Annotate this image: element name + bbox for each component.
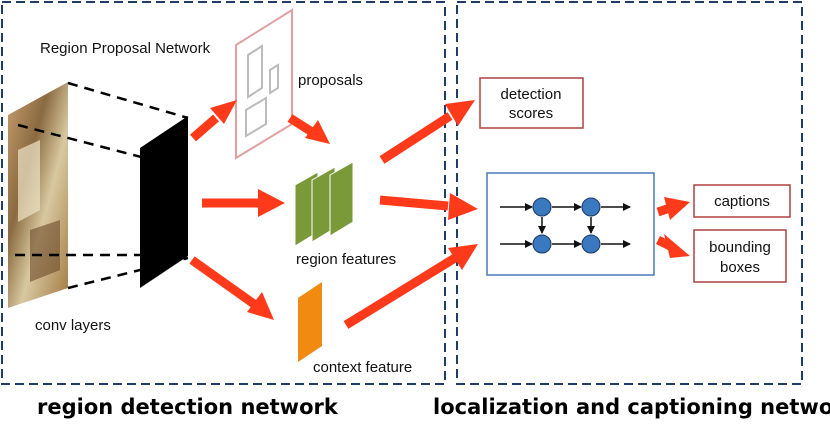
captions-box: [693, 184, 791, 218]
arrow-to-proposals: [190, 100, 237, 142]
region-detection-panel: [1, 1, 446, 385]
localization-captioning-title: localization and captioning network: [433, 395, 830, 419]
proposals-label: proposals: [298, 72, 363, 89]
arrow-to-bounding-boxes: [655, 234, 690, 258]
rnn-block: [486, 172, 655, 276]
captions-label: captions: [714, 193, 770, 210]
rnn-node: [532, 197, 552, 217]
arrow-to-region-features: [202, 189, 285, 217]
proposals-box: [235, 8, 293, 160]
region-features-label: region features: [296, 251, 396, 268]
arrow-to-captions: [656, 197, 690, 220]
conv-feature-map: [140, 116, 188, 288]
detection-scores-label-line2: scores: [509, 105, 553, 122]
arrow-to-context-feature: [189, 256, 274, 320]
arrow-context-to-rnn: [343, 244, 478, 329]
bounding-boxes-label-line1: bounding: [709, 239, 771, 256]
region-features: [294, 161, 354, 247]
flow-arrows: [189, 100, 690, 329]
arrow-proposals-to-features: [287, 114, 330, 144]
rnn-node: [581, 234, 601, 254]
bounding-boxes-box: [693, 229, 787, 283]
conv-layers-label: conv layers: [35, 317, 111, 334]
context-feature: [298, 282, 322, 362]
detection-scores-label-line1: detection: [501, 86, 562, 103]
input-image: [8, 82, 68, 308]
arrow-to-rnn: [379, 193, 478, 220]
rnn-node: [581, 197, 601, 217]
localization-captioning-panel: [456, 1, 803, 385]
detection-scores-box: [479, 77, 584, 129]
rpn-label: Region Proposal Network: [40, 40, 211, 57]
arrow-to-detection-scores: [379, 100, 475, 164]
bounding-boxes-label-line2: boxes: [720, 259, 760, 276]
context-feature-label: context feature: [313, 359, 412, 376]
rnn-node: [532, 234, 552, 254]
region-detection-title: region detection network: [37, 395, 339, 419]
